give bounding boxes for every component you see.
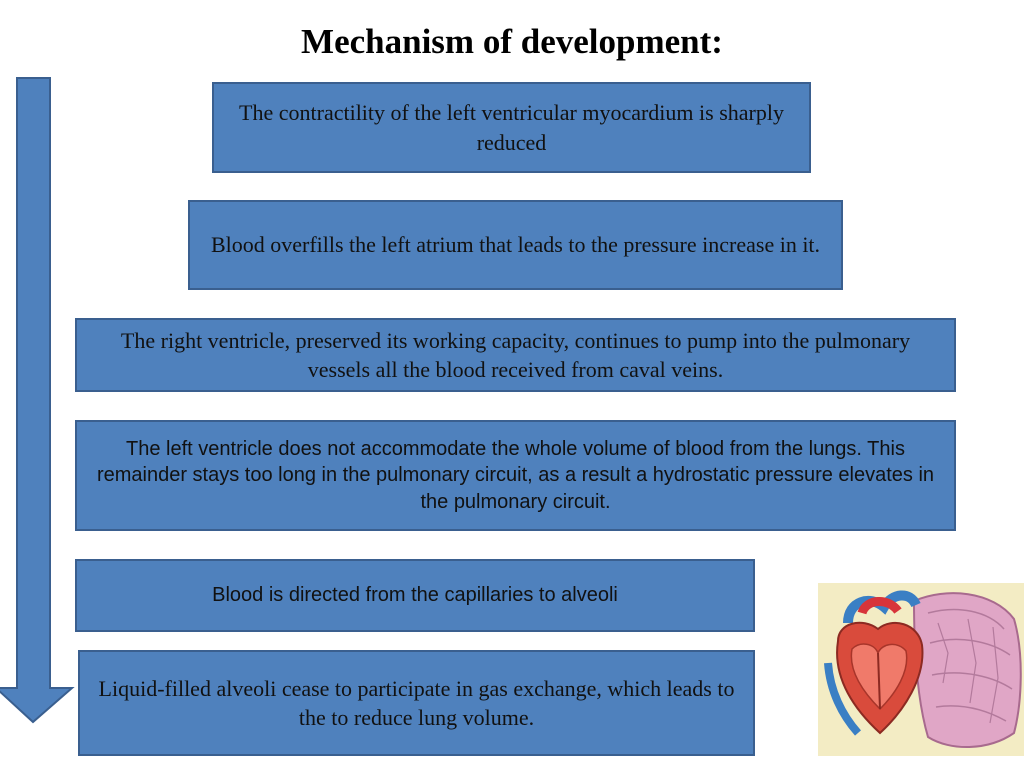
step-text-4: The left ventricle does not accommodate … [96, 437, 935, 513]
step-text-6: Liquid-filled alveoli cease to participa… [98, 675, 735, 730]
step-box-2: Blood overfills the left atrium that lea… [188, 200, 843, 290]
step-text-1: The contractility of the left ventricula… [239, 100, 784, 155]
step-text-5: Blood is directed from the capillaries t… [212, 584, 618, 607]
heart-lungs-illustration-icon [818, 583, 1024, 756]
step-text-2: Blood overfills the left atrium that lea… [210, 232, 821, 258]
page-title: Mechanism of development: [301, 22, 723, 61]
step-box-6: Liquid-filled alveoli cease to participa… [78, 650, 755, 756]
step-box-4: The left ventricle does not accommodate … [75, 420, 956, 531]
step-text-3: The right ventricle, preserved its worki… [120, 327, 911, 382]
step-box-5: Blood is directed from the capillaries t… [75, 559, 755, 632]
step-box-3: The right ventricle, preserved its worki… [75, 318, 956, 392]
down-arrow-icon [0, 77, 75, 724]
step-box-1: The contractility of the left ventricula… [212, 82, 811, 173]
